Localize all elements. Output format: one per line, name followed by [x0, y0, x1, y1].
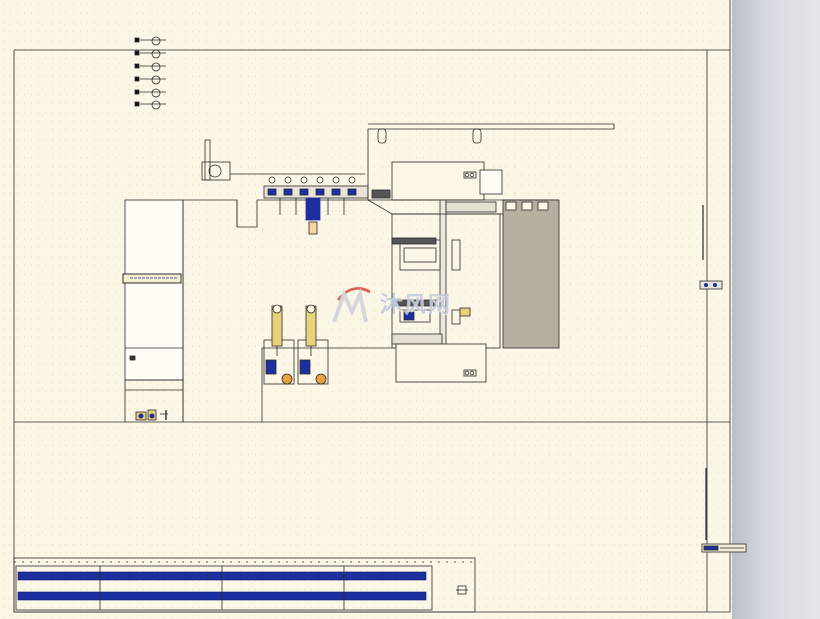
building-right	[367, 161, 560, 383]
drawing-sheet	[0, 0, 732, 619]
process-line-top	[201, 139, 391, 235]
viewport-background	[732, 0, 820, 619]
pump-group-left	[135, 409, 168, 421]
site-boundary	[13, 0, 731, 613]
building-left	[122, 199, 184, 422]
plant-floor-outline	[182, 199, 392, 422]
equipment-right-mid	[699, 280, 723, 290]
pipe-top	[367, 123, 615, 200]
reactor-columns	[263, 304, 329, 385]
equipment-stack-top-left	[134, 36, 166, 110]
storage-block-bottom	[13, 557, 476, 613]
equipment-right-bottom	[701, 543, 747, 553]
mf-logo-icon	[332, 287, 371, 323]
valve-symbol	[140, 36, 166, 110]
hopper-row	[263, 176, 369, 199]
